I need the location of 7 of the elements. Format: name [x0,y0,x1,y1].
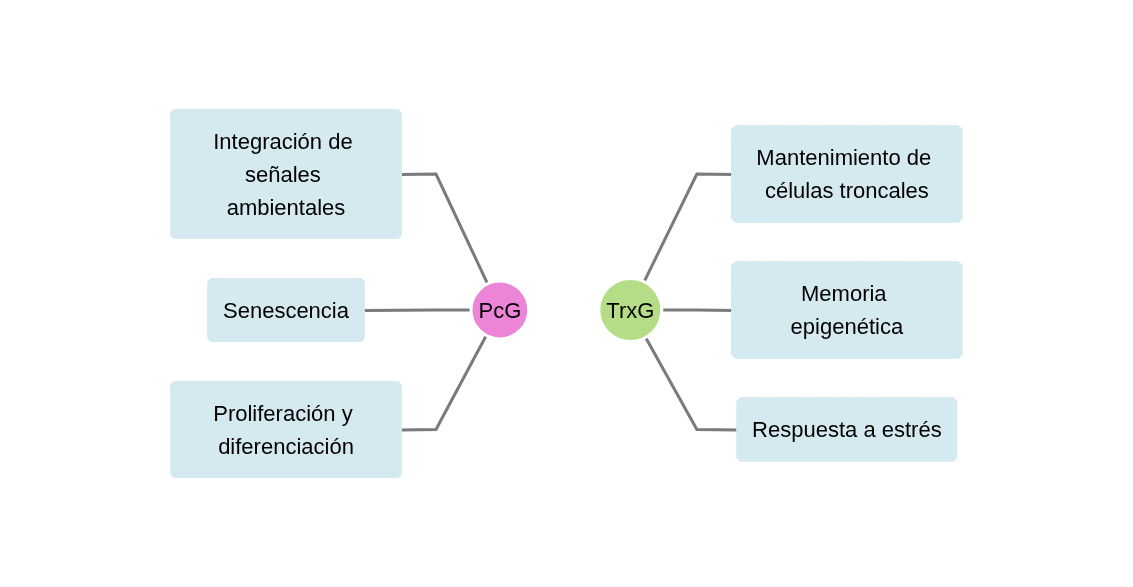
connector [642,172,733,283]
connector [364,308,472,312]
connector [401,172,490,285]
connector [644,336,738,432]
connector [661,308,733,312]
connector [401,334,488,432]
node-circle: PcG [469,279,531,341]
